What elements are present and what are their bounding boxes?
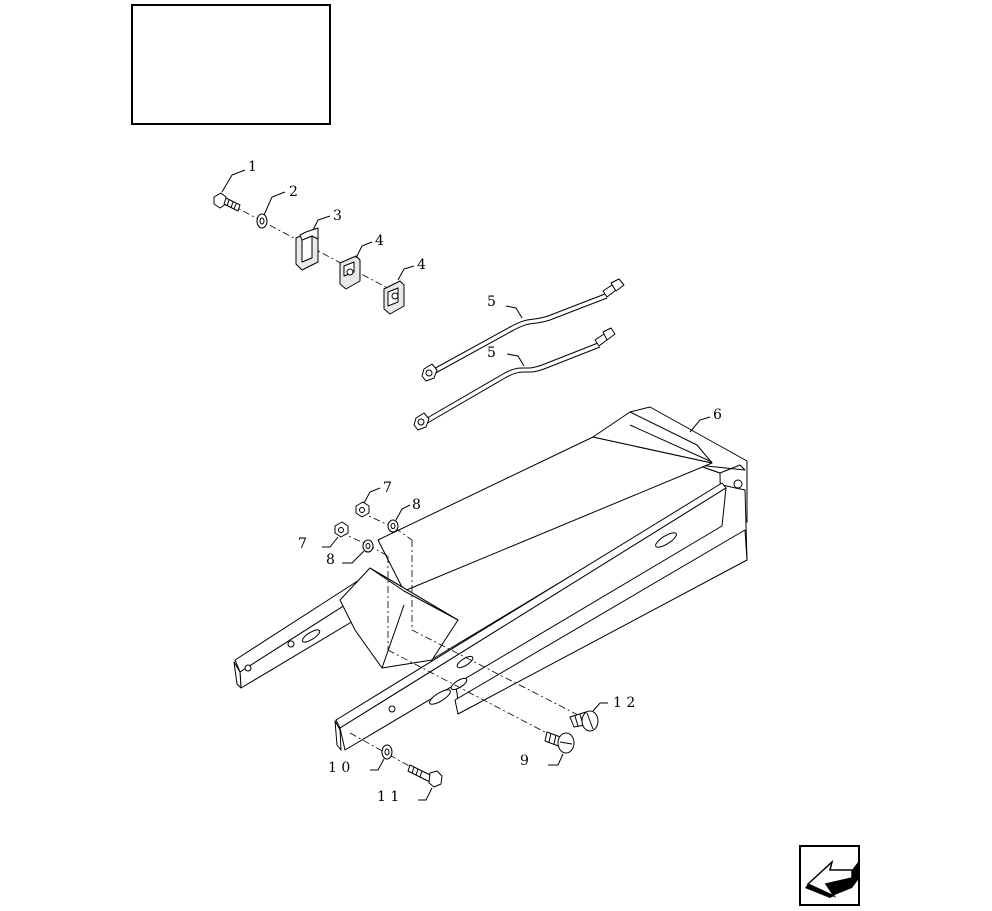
- callout-10: 1 0: [328, 760, 350, 776]
- leader-lines: [221, 169, 711, 801]
- callout-5b: 5: [487, 345, 496, 361]
- callout-4b: 4: [417, 257, 426, 273]
- callout-2: 2: [289, 184, 298, 200]
- callout-1: 1: [248, 159, 257, 175]
- clamp-half-part-4b: [383, 280, 405, 315]
- nut-part-7b: [334, 521, 349, 538]
- callout-7b: 7: [298, 536, 307, 552]
- washer-part-8a: [387, 519, 399, 533]
- washer-part-10: [381, 744, 393, 760]
- clamp-half-part-4a: [339, 255, 361, 290]
- clamp-part-3: [295, 227, 319, 271]
- washer-part-2: [256, 213, 268, 229]
- callout-5a: 5: [487, 294, 496, 310]
- channel-frame-part-6: [233, 406, 748, 751]
- callout-4a: 4: [375, 233, 384, 249]
- callout-8a: 8: [412, 497, 421, 513]
- washer-part-8b: [362, 539, 374, 553]
- bolt-part-1: [213, 192, 241, 212]
- reference-box: [131, 4, 331, 125]
- nut-part-7a: [355, 501, 370, 518]
- callout-8b: 8: [326, 552, 335, 568]
- callout-12: 1 2: [613, 695, 635, 711]
- bolt-part-11: [407, 764, 443, 788]
- callout-7a: 7: [383, 480, 392, 496]
- carriage-bolt-part-12: [569, 710, 599, 732]
- tube-part-5-upper: [421, 278, 625, 382]
- callout-11: 1 1: [377, 789, 399, 805]
- tube-part-5-lower: [413, 327, 616, 431]
- callout-9: 9: [520, 753, 529, 769]
- carriage-bolt-part-9: [544, 731, 575, 754]
- callout-6: 6: [713, 407, 722, 423]
- back-arrow-icon[interactable]: [799, 845, 860, 906]
- callout-3: 3: [333, 208, 342, 224]
